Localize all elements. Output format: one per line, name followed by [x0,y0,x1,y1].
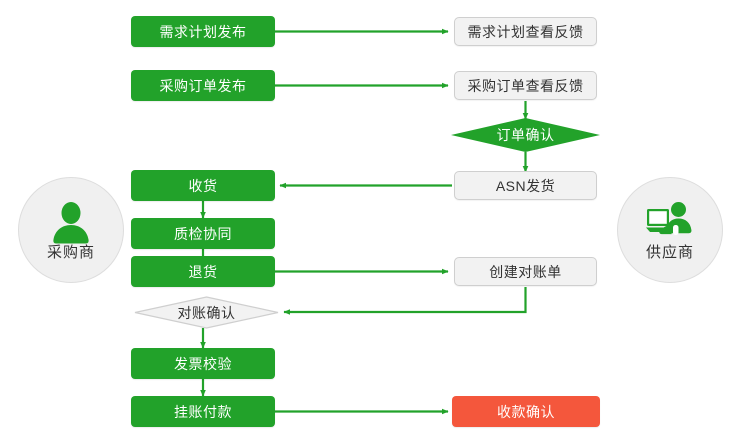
node-po-feedback[interactable]: 采购订单查看反馈 [454,71,597,100]
edge-create-statement-to-statement-confirm [283,287,527,315]
node-invoice-check[interactable]: 发票校验 [131,348,275,379]
node-return-goods[interactable]: 退货 [131,256,275,287]
node-quality-collab-label: 质检协同 [174,225,232,242]
node-po-publish-label: 采购订单发布 [159,77,247,94]
node-asn-ship-label: ASN发货 [495,177,556,194]
node-asn-ship[interactable]: ASN发货 [454,171,597,200]
actor-buyer-label: 采购商 [46,244,95,261]
actor-supplier-label: 供应商 [645,244,694,261]
actor-buyer[interactable]: 采购商 [18,177,124,283]
person-at-computer-icon [646,202,692,235]
order-confirm-diamond-shape [451,118,600,152]
node-statement-confirm-label: 对账确认 [177,304,236,321]
node-demand-plan-publish[interactable]: 需求计划发布 [131,16,275,47]
node-order-confirm[interactable]: 订单确认 [451,118,600,152]
node-receive-goods[interactable]: 收货 [131,170,275,201]
node-order-confirm-label: 订单确认 [496,127,555,143]
node-invoice-check-label: 发票校验 [174,355,232,372]
node-po-feedback-label: 采购订单查看反馈 [467,77,584,94]
node-create-statement-label: 创建对账单 [489,263,562,280]
node-demand-plan-feedback-label: 需求计划查看反馈 [467,23,584,40]
actor-supplier[interactable]: 供应商 [617,177,723,283]
node-statement-confirm[interactable]: 对账确认 [134,296,279,329]
node-receipt-confirm-label: 收款确认 [497,403,555,420]
person-icon [53,202,89,244]
node-receipt-confirm[interactable]: 收款确认 [452,396,600,427]
node-create-statement[interactable]: 创建对账单 [454,257,597,286]
node-return-goods-label: 退货 [188,263,218,280]
node-pay-on-account-label: 挂账付款 [174,403,232,420]
node-demand-plan-feedback[interactable]: 需求计划查看反馈 [454,17,597,46]
node-quality-collab[interactable]: 质检协同 [131,218,275,249]
node-pay-on-account[interactable]: 挂账付款 [131,396,275,427]
statement-confirm-diamond-shape [134,296,279,329]
node-demand-plan-publish-label: 需求计划发布 [159,23,247,40]
node-receive-goods-label: 收货 [188,177,218,194]
node-po-publish[interactable]: 采购订单发布 [131,70,275,101]
